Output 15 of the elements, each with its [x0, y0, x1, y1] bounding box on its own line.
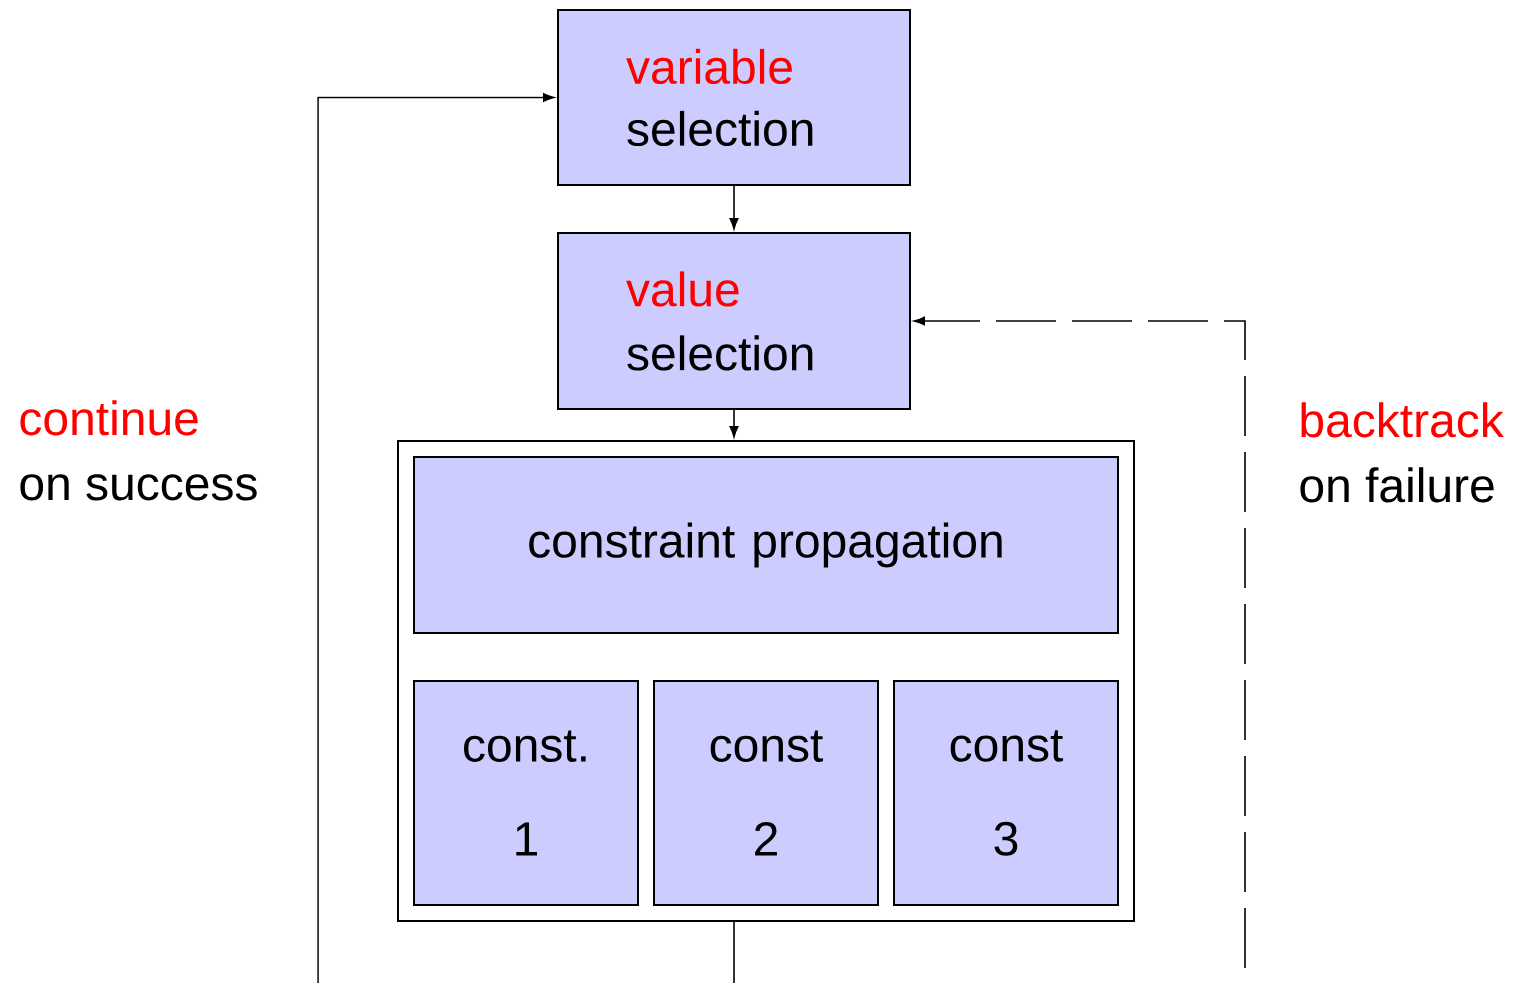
connector-line: [733, 920, 735, 983]
side-note: on failure: [1300, 467, 1494, 503]
constraint-box: const 2: [653, 680, 879, 906]
side-note: backtrack: [1301, 402, 1504, 438]
arrow: [729, 409, 739, 438]
arrow: [729, 185, 739, 230]
arrow: [317, 93, 555, 983]
side-note: on success: [20, 474, 257, 501]
side-note: continue: [20, 400, 198, 436]
constraint-box: const. 1: [413, 680, 639, 906]
constraint-box: const 3: [893, 680, 1119, 906]
dashed-arrow: [913, 316, 1246, 969]
process-box: variable selection: [557, 9, 911, 186]
process-box: value selection: [557, 232, 911, 410]
process-box: constraint propagation: [413, 456, 1119, 634]
